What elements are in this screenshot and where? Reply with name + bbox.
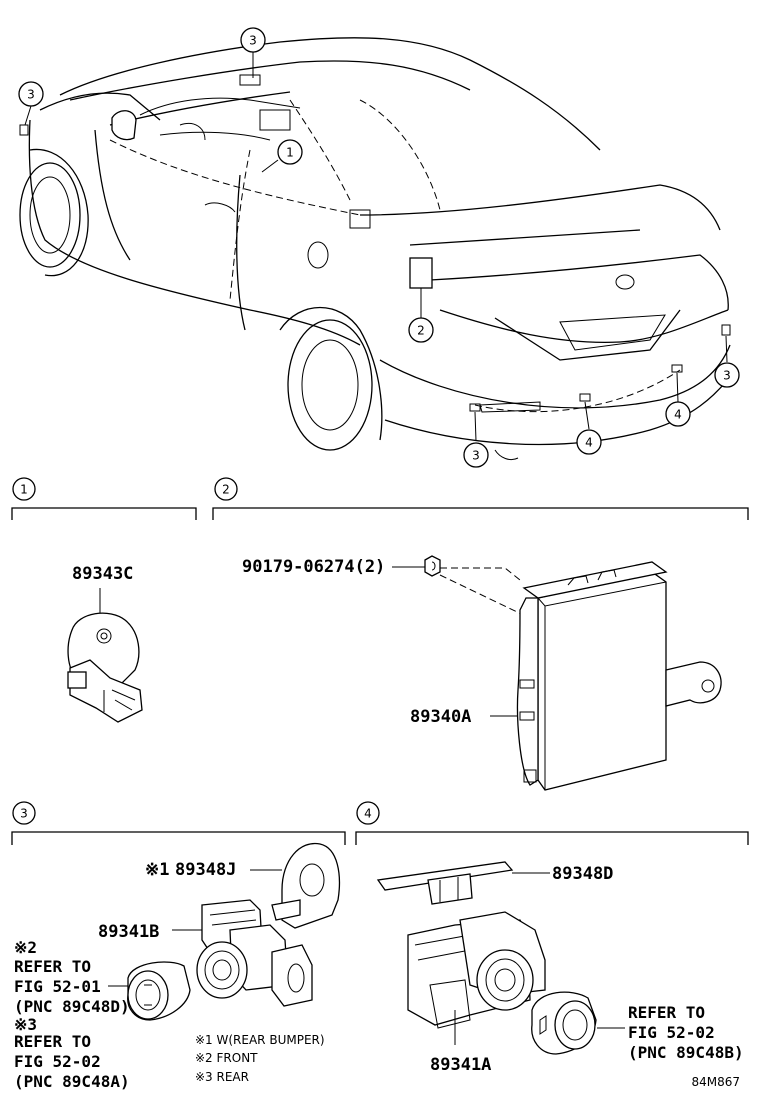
note-mark-3: ※3 xyxy=(14,1015,37,1034)
callout-label: 4 xyxy=(674,408,682,422)
part-number-89340A: 89340A xyxy=(410,707,471,727)
ref-front-line2: FIG 52-01 xyxy=(14,977,101,996)
ref-rear-b-line1: REFER TO xyxy=(628,1003,705,1022)
sensor-89341A xyxy=(407,911,546,1045)
sensor-cap-rear xyxy=(531,991,597,1055)
callout-3-rear-right: 3 xyxy=(714,362,740,388)
sensor-cap-front xyxy=(127,961,191,1021)
bolt-part xyxy=(424,555,441,577)
callout-label: 3 xyxy=(472,449,480,463)
switch-part xyxy=(67,612,143,723)
parking-assist-computer xyxy=(516,561,722,791)
section-2: 2 90179-06274(2) 89340A xyxy=(212,477,749,791)
section-number: 4 xyxy=(364,807,372,821)
part-number-90179-06274: 90179-06274(2) xyxy=(242,557,385,577)
callout-3-top: 3 xyxy=(240,27,266,53)
section-number: 2 xyxy=(222,483,230,497)
callout-label: 3 xyxy=(27,88,35,102)
part-number-89348D: 89348D xyxy=(552,864,613,884)
note-3: ※3 REAR xyxy=(195,1070,249,1084)
ref-rear-line3: (PNC 89C48A) xyxy=(14,1072,130,1091)
callout-label: 3 xyxy=(249,34,257,48)
part-number-89341B: 89341B xyxy=(98,922,159,942)
ref-rear-line1: REFER TO xyxy=(14,1032,91,1051)
note-mark-1: ※1 xyxy=(145,860,169,880)
part-number-89341A: 89341A xyxy=(430,1055,491,1075)
section-4: 4 89348D 89341A REFE xyxy=(355,801,749,1075)
section-number: 1 xyxy=(20,483,28,497)
part-number-89343C: 89343C xyxy=(72,564,133,584)
section-number: 3 xyxy=(20,807,28,821)
part-number-89348J: 89348J xyxy=(175,860,236,880)
callout-2: 2 xyxy=(408,317,434,343)
callout-1: 1 xyxy=(277,139,303,165)
callout-label: 2 xyxy=(417,324,425,338)
ref-front-line3: (PNC 89C48D) xyxy=(14,997,130,1016)
ref-rear-b-line3: (PNC 89C48B) xyxy=(628,1043,744,1062)
callout-label: 1 xyxy=(286,146,294,160)
retainer-89348D xyxy=(376,861,514,905)
callout-4-right: 4 xyxy=(665,401,691,427)
callout-4-center: 4 xyxy=(576,429,602,455)
ref-rear-b-line2: FIG 52-02 xyxy=(628,1023,715,1042)
retainer-89348J xyxy=(271,842,341,929)
note-2: ※2 FRONT xyxy=(195,1051,258,1065)
section-1: 1 89343C xyxy=(11,477,197,723)
car-illustration xyxy=(19,37,736,461)
callout-3-rear-left: 3 xyxy=(463,442,489,468)
figure-code: 84M867 xyxy=(691,1075,740,1089)
callout-label: 4 xyxy=(585,436,593,450)
callout-3-front-left: 3 xyxy=(18,81,44,107)
section-3: 3 ※1 89348J 89341B ※2 REFER TO FIG 52-01… xyxy=(11,801,346,1091)
callout-label: 3 xyxy=(723,369,731,383)
ref-rear-line2: FIG 52-02 xyxy=(14,1052,101,1071)
note-mark-2: ※2 xyxy=(14,938,37,957)
sensor-89341B xyxy=(196,899,313,1007)
note-1: ※1 W(REAR BUMPER) xyxy=(195,1033,325,1047)
ref-front-line1: REFER TO xyxy=(14,957,91,976)
